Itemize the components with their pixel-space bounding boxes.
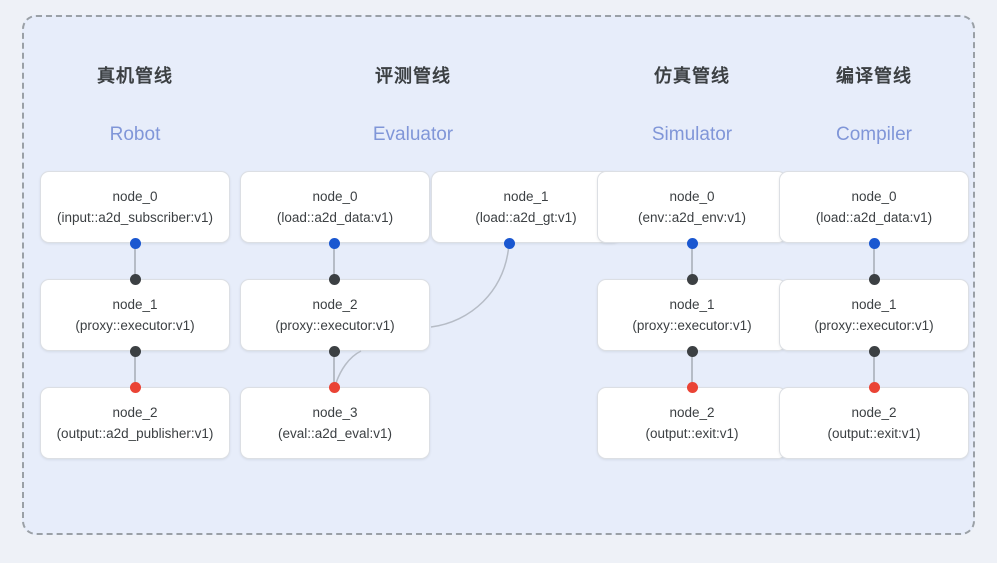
- edge-line: [134, 351, 136, 387]
- edge-line: [333, 243, 335, 279]
- node-box-simulator-node_2[interactable]: node_2(output::exit:v1): [597, 387, 787, 459]
- column-title-cn-simulator: 仿真管线: [654, 66, 730, 86]
- node-box-simulator-node_1[interactable]: node_1(proxy::executor:v1): [597, 279, 787, 351]
- node-type: (load::a2d_data:v1): [815, 210, 933, 225]
- port-dot-mid[interactable]: [868, 273, 880, 285]
- port-dot-mid[interactable]: [868, 345, 880, 357]
- node-name: node_1: [851, 297, 897, 312]
- edge-line: [333, 351, 335, 387]
- node-name: node_0: [851, 189, 897, 204]
- node-name: node_3: [312, 405, 358, 420]
- port-dot-mid[interactable]: [686, 345, 698, 357]
- node-type: (load::a2d_data:v1): [276, 210, 394, 225]
- node-box-robot-node_1[interactable]: node_1(proxy::executor:v1): [40, 279, 230, 351]
- node-name: node_0: [312, 189, 358, 204]
- node-box-simulator-node_0[interactable]: node_0(env::a2d_env:v1): [597, 171, 787, 243]
- edge-line: [691, 351, 693, 387]
- node-type: (eval::a2d_eval:v1): [277, 426, 393, 441]
- node-name: node_1: [503, 189, 549, 204]
- port-dot-out[interactable]: [686, 237, 698, 249]
- node-type: (input::a2d_subscriber:v1): [56, 210, 214, 225]
- node-name: node_2: [669, 405, 715, 420]
- column-title-en-robot: Robot: [109, 124, 161, 145]
- port-dot-mid[interactable]: [328, 273, 340, 285]
- node-box-compiler-node_2[interactable]: node_2(output::exit:v1): [779, 387, 969, 459]
- column-title-en-evaluator: Evaluator: [372, 124, 454, 145]
- port-dot-out[interactable]: [129, 237, 141, 249]
- node-type: (proxy::executor:v1): [75, 318, 195, 333]
- port-dot-in[interactable]: [129, 381, 141, 393]
- edge-line: [691, 243, 693, 279]
- column-title-cn-compiler: 编译管线: [836, 66, 912, 86]
- node-type: (output::exit:v1): [827, 426, 921, 441]
- port-dot-mid[interactable]: [129, 273, 141, 285]
- node-name: node_1: [669, 297, 715, 312]
- node-name: node_2: [112, 405, 158, 420]
- port-dot-out[interactable]: [328, 237, 340, 249]
- edge-line: [873, 243, 875, 279]
- port-dot-out[interactable]: [868, 237, 880, 249]
- column-title-en-compiler: Compiler: [835, 124, 913, 145]
- column-title-cn-evaluator: 评测管线: [375, 66, 451, 86]
- port-dot-in[interactable]: [686, 381, 698, 393]
- port-dot-in[interactable]: [868, 381, 880, 393]
- node-type: (proxy::executor:v1): [632, 318, 752, 333]
- node-type: (load::a2d_gt:v1): [475, 210, 577, 225]
- node-box-robot-node_2[interactable]: node_2(output::a2d_publisher:v1): [40, 387, 230, 459]
- node-box-compiler-node_0[interactable]: node_0(load::a2d_data:v1): [779, 171, 969, 243]
- node-name: node_1: [112, 297, 158, 312]
- edge-line: [134, 243, 136, 279]
- node-box-compiler-node_1[interactable]: node_1(proxy::executor:v1): [779, 279, 969, 351]
- node-box-robot-node_0[interactable]: node_0(input::a2d_subscriber:v1): [40, 171, 230, 243]
- node-type: (proxy::executor:v1): [814, 318, 934, 333]
- node-name: node_2: [312, 297, 358, 312]
- port-dot-out[interactable]: [503, 237, 515, 249]
- node-type: (output::a2d_publisher:v1): [56, 426, 214, 441]
- node-name: node_0: [669, 189, 715, 204]
- node-type: (proxy::executor:v1): [275, 318, 395, 333]
- node-name: node_0: [112, 189, 158, 204]
- node-box-evaluator-node_1[interactable]: node_1(load::a2d_gt:v1): [431, 171, 621, 243]
- node-type: (output::exit:v1): [645, 426, 739, 441]
- node-box-evaluator-node_0[interactable]: node_0(load::a2d_data:v1): [240, 171, 430, 243]
- node-box-evaluator-node_3[interactable]: node_3(eval::a2d_eval:v1): [240, 387, 430, 459]
- column-title-cn-robot: 真机管线: [97, 66, 173, 86]
- node-box-evaluator-node_2[interactable]: node_2(proxy::executor:v1): [240, 279, 430, 351]
- column-title-en-simulator: Simulator: [651, 124, 733, 145]
- port-dot-mid[interactable]: [686, 273, 698, 285]
- port-dot-in[interactable]: [328, 381, 340, 393]
- edge-line: [873, 351, 875, 387]
- port-dot-mid[interactable]: [328, 345, 340, 357]
- node-type: (env::a2d_env:v1): [637, 210, 747, 225]
- port-dot-mid[interactable]: [129, 345, 141, 357]
- node-name: node_2: [851, 405, 897, 420]
